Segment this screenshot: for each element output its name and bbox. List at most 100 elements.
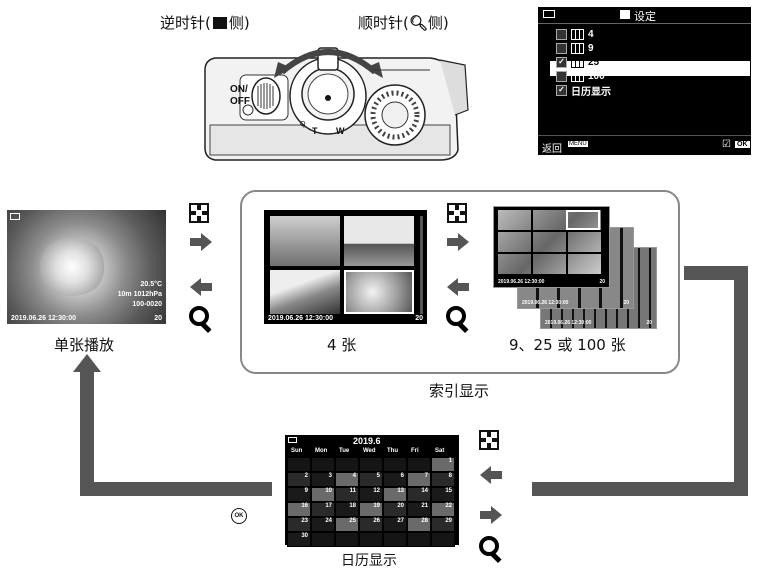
- thumbnail-flower: [344, 270, 414, 314]
- battery-icon: [288, 437, 297, 443]
- menu-item[interactable]: 4: [556, 27, 594, 41]
- calendar-day[interactable]: 27: [383, 517, 407, 532]
- calendar-day[interactable]: 8: [431, 472, 455, 487]
- calendar-day[interactable]: 10: [311, 487, 335, 502]
- calendar-day[interactable]: [359, 532, 383, 547]
- calendar-day[interactable]: 26: [359, 517, 383, 532]
- calendar-day[interactable]: [407, 457, 431, 472]
- checkbox-checked-icon[interactable]: ✓: [556, 56, 567, 68]
- calendar-day[interactable]: 4: [335, 472, 359, 487]
- timestamp: 2019.06.26 12:30:00: [545, 320, 592, 326]
- frame-number: 20: [154, 315, 162, 322]
- calendar-day[interactable]: 19: [359, 502, 383, 517]
- calendar-day[interactable]: 7: [407, 472, 431, 487]
- menu-item-label: 25: [588, 56, 600, 68]
- svg-text:OFF: OFF: [230, 96, 250, 107]
- calendar-day[interactable]: [407, 532, 431, 547]
- calendar-day[interactable]: [335, 457, 359, 472]
- ok-key: OK: [735, 141, 750, 148]
- grid-size-icon: [571, 28, 584, 40]
- calendar-day[interactable]: [311, 457, 335, 472]
- frame-number: 20: [623, 300, 629, 306]
- timestamp: 2019.06.26 12:30:00: [11, 315, 76, 322]
- menu-item[interactable]: ✓日历显示: [556, 83, 611, 98]
- calendar-day[interactable]: 9: [287, 487, 311, 502]
- weekday-label: Thu: [387, 448, 398, 454]
- calendar-day[interactable]: 11: [335, 487, 359, 502]
- calendar-day[interactable]: [431, 532, 455, 547]
- calendar-day[interactable]: 29: [431, 517, 455, 532]
- calendar-day[interactable]: 30: [287, 532, 311, 547]
- single-playback-caption: 单张播放: [54, 336, 115, 354]
- calendar-day[interactable]: 1: [431, 457, 455, 472]
- calendar-day[interactable]: 24: [311, 517, 335, 532]
- camera-illustration: ON/ OFF Q T W: [204, 47, 469, 161]
- calendar-day[interactable]: [311, 532, 335, 547]
- checkbox-icon[interactable]: [556, 42, 567, 54]
- four-frame-index-screen: 2019.06.26 12:30:00 20: [264, 210, 427, 324]
- menu-item[interactable]: 9: [556, 41, 594, 55]
- calendar-day[interactable]: [383, 532, 407, 547]
- frame-number: 20: [599, 279, 605, 285]
- svg-text:T: T: [312, 126, 318, 136]
- weekday-label: Mon: [315, 448, 328, 454]
- menu-item[interactable]: ✓ 25: [556, 55, 599, 69]
- calendar-day[interactable]: 14: [407, 487, 431, 502]
- calendar-day[interactable]: 16: [287, 502, 311, 517]
- thumbnail-pier: [344, 216, 414, 266]
- menu-key: MENU: [568, 141, 588, 147]
- selection-box: [566, 210, 600, 230]
- flower-petals: [37, 238, 107, 296]
- arrow-left-icon: [447, 278, 469, 296]
- calendar-day[interactable]: [335, 532, 359, 547]
- checkbox-icon[interactable]: [556, 70, 567, 82]
- multi-frame-caption: 9、25 或 100 张: [509, 336, 626, 354]
- calendar-day[interactable]: 18: [335, 502, 359, 517]
- calendar-day[interactable]: 21: [407, 502, 431, 517]
- calendar-day[interactable]: 20: [383, 502, 407, 517]
- menu-titlebar: [538, 7, 751, 24]
- altitude-pressure-info: 10m 1012hPa: [117, 291, 162, 298]
- index-grid-icon: [447, 203, 467, 223]
- weekday-label: Wed: [363, 448, 376, 454]
- thumbnail-landscape: [270, 270, 340, 314]
- calendar-day[interactable]: 13: [383, 487, 407, 502]
- ccw-label: 逆时针(侧): [160, 14, 250, 32]
- menu-item[interactable]: 100: [556, 69, 605, 83]
- calendar-day[interactable]: 6: [383, 472, 407, 487]
- temperature-info: 20.5°C: [140, 281, 162, 288]
- menu-item-label: 9: [588, 42, 594, 54]
- calendar-day[interactable]: 23: [287, 517, 311, 532]
- index-display-caption: 索引显示: [429, 382, 490, 400]
- calendar-day[interactable]: [359, 457, 383, 472]
- menu-selection-highlight: [550, 61, 750, 76]
- index-display-frame: [240, 190, 680, 374]
- calendar-day[interactable]: 22: [431, 502, 455, 517]
- calendar-day[interactable]: 25: [335, 517, 359, 532]
- calendar-day[interactable]: 28: [407, 517, 431, 532]
- calendar-day[interactable]: 17: [311, 502, 335, 517]
- battery-icon: [10, 213, 20, 220]
- calendar-day[interactable]: 15: [431, 487, 455, 502]
- timestamp: 2019.06.26 12:30:00: [498, 279, 545, 285]
- index-grid-icon: [212, 17, 227, 29]
- checkbox-icon[interactable]: [556, 28, 567, 40]
- menu-item-label: 4: [588, 28, 594, 40]
- svg-text:ON/: ON/: [230, 84, 248, 95]
- menu-title: 设定: [634, 11, 656, 23]
- file-number-info: 100-0020: [132, 301, 162, 308]
- grid-size-icon: [571, 56, 584, 68]
- calendar-day[interactable]: 5: [359, 472, 383, 487]
- magnify-icon: 🔍︎: [408, 14, 428, 32]
- calendar-day[interactable]: [287, 457, 311, 472]
- index-9-screen: 2019.06.26 12:30:00 20: [493, 206, 610, 288]
- check-icon: ☑: [722, 139, 731, 150]
- calendar-day[interactable]: [383, 457, 407, 472]
- calendar-day[interactable]: 2: [287, 472, 311, 487]
- flow-line: [80, 482, 272, 496]
- calendar-day[interactable]: 12: [359, 487, 383, 502]
- arrow-right-icon: [480, 506, 502, 524]
- calendar-day[interactable]: 3: [311, 472, 335, 487]
- checkbox-checked-icon[interactable]: ✓: [556, 84, 567, 96]
